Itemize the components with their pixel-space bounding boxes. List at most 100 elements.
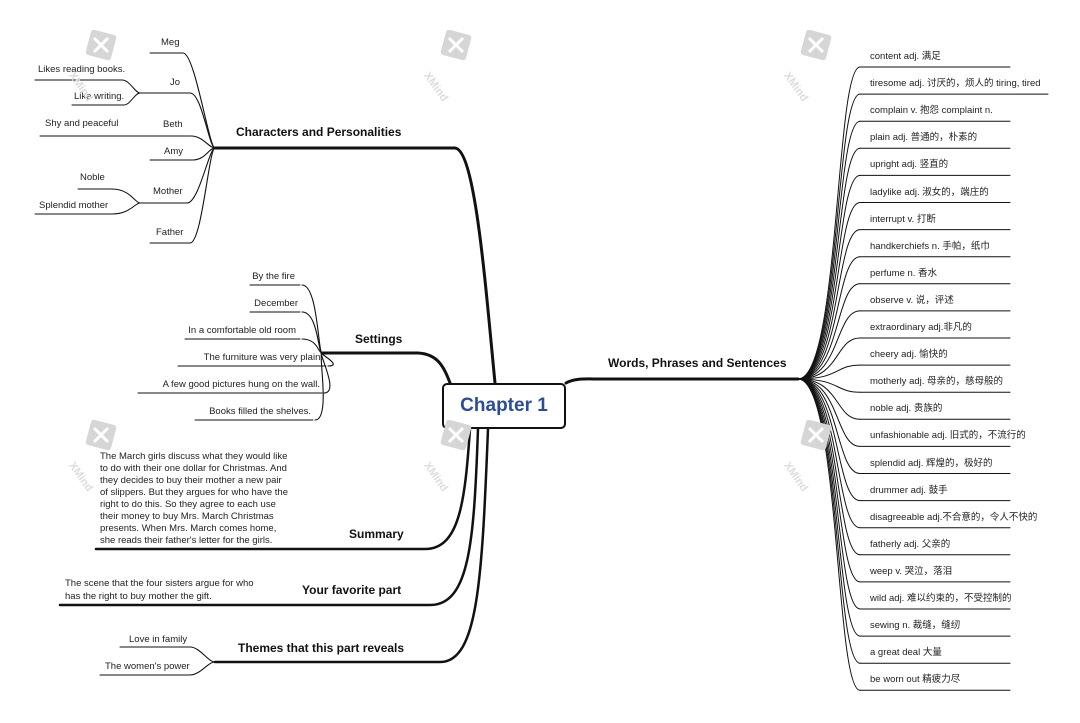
word-item[interactable]: wild adj. 难以约束的，不受控制的: [870, 593, 1012, 604]
central-topic[interactable]: Chapter 1: [442, 383, 566, 429]
xmind-watermark-icon: XMind: [421, 419, 485, 494]
word-item[interactable]: splendid adj. 辉煌的，极好的: [870, 457, 993, 469]
word-item[interactable]: a great deal 大量: [870, 647, 942, 659]
connector-line: [797, 93, 861, 380]
word-item[interactable]: interrupt v. 打断: [870, 213, 936, 225]
connector-line: [797, 283, 861, 380]
word-item[interactable]: motherly adj. 母亲的，慈母般的: [870, 376, 1004, 388]
topic-characters[interactable]: Characters and Personalities: [236, 125, 402, 139]
topic-favorite-part[interactable]: Your favorite part: [302, 583, 402, 597]
topic-themes[interactable]: Themes that this part reveals: [238, 641, 405, 655]
xmind-watermark-icon: XMind: [781, 419, 845, 494]
connector-line: [301, 311, 323, 354]
connector-line: [111, 202, 141, 215]
connector-line: [797, 378, 861, 556]
word-item[interactable]: perfume n. 香水: [870, 267, 938, 279]
word-item[interactable]: handkerchiefs n. 手帕，纸巾: [870, 240, 990, 252]
branch-favorite: [58, 427, 480, 607]
setting-item[interactable]: By the fire: [252, 271, 295, 282]
branch-summary: [94, 427, 472, 551]
connector-line: [797, 202, 861, 380]
summary-text[interactable]: The March girls discuss what they would …: [100, 451, 288, 546]
topic-words[interactable]: Words, Phrases and Sentences: [608, 356, 787, 370]
connector-line: [797, 364, 861, 380]
word-item[interactable]: content adj. 满足: [870, 51, 941, 62]
connector-line: [314, 352, 324, 421]
connector-line: [797, 229, 861, 380]
detail-jo-writing[interactable]: Like writing.: [74, 91, 125, 102]
word-item[interactable]: tiresome adj. 讨厌的，烦人的 tiring, tired: [870, 78, 1041, 90]
xmind-watermark-icon: XMind: [66, 419, 130, 494]
detail-mother-noble[interactable]: Noble: [80, 172, 105, 183]
word-item[interactable]: extraordinary adj.非凡的: [870, 322, 972, 333]
setting-item[interactable]: December: [254, 298, 298, 309]
favorite-line-2[interactable]: has the right to buy mother the gift.: [65, 591, 212, 602]
xmind-watermark-icon: XMind: [421, 29, 485, 104]
word-item[interactable]: weep v. 哭泣，落泪: [870, 565, 953, 577]
theme-item[interactable]: The women's power: [105, 661, 190, 672]
connector-line: [797, 378, 861, 420]
connector-line: [797, 310, 861, 380]
theme-item[interactable]: Love in family: [129, 634, 188, 645]
connector-line: [189, 147, 216, 244]
central-topic-title: Chapter 1: [460, 395, 548, 416]
topic-settings[interactable]: Settings: [355, 332, 403, 346]
topic-summary[interactable]: Summary: [349, 527, 404, 541]
detail-beth[interactable]: Shy and peaceful: [45, 118, 119, 129]
word-item[interactable]: ladylike adj. 淑女的，端庄的: [870, 186, 989, 198]
connector-line: [182, 52, 216, 149]
detail-mother-splendid[interactable]: Splendid mother: [39, 200, 109, 211]
word-item[interactable]: drummer adj. 鼓手: [870, 484, 948, 496]
connector-line: [797, 256, 861, 380]
setting-item[interactable]: The furniture was very plain.: [203, 352, 323, 363]
subtopic-beth[interactable]: Beth: [163, 119, 183, 130]
branch-settings: [320, 351, 454, 390]
detail-jo-reading[interactable]: Likes reading books.: [38, 64, 126, 75]
connector-line: [797, 378, 861, 691]
setting-item[interactable]: A few good pictures hung on the wall.: [162, 379, 320, 390]
word-item[interactable]: be worn out 精疲力尽: [870, 674, 961, 686]
connector-line: [797, 378, 861, 502]
subtopic-father[interactable]: Father: [156, 227, 184, 238]
branch-characters: [213, 146, 497, 385]
setting-item[interactable]: Books filled the shelves.: [209, 406, 311, 417]
subtopic-amy[interactable]: Amy: [164, 146, 183, 157]
subtopic-jo[interactable]: Jo: [170, 77, 181, 88]
favorite-line-1[interactable]: The scene that the four sisters argue fo…: [65, 578, 254, 589]
word-item[interactable]: disagreeable adj.不合意的，令人不快的: [870, 511, 1038, 523]
connector-line: [189, 646, 216, 663]
connector-line: [797, 378, 861, 529]
connector-line: [797, 378, 861, 583]
word-item[interactable]: cheery adj. 愉快的: [870, 349, 948, 361]
word-item[interactable]: unfashionable adj. 旧式的，不流行的: [870, 430, 1026, 442]
connector-line: [797, 174, 861, 380]
connector-line: [301, 338, 323, 354]
connector-line: [189, 661, 216, 676]
subtopic-meg[interactable]: Meg: [161, 37, 180, 48]
word-item[interactable]: noble adj. 贵族的: [870, 403, 943, 415]
word-item[interactable]: fatherly adj. 父亲的: [870, 538, 951, 550]
connector-line: [797, 378, 861, 447]
connector-line: [123, 92, 141, 106]
connector-line: [797, 337, 861, 380]
connector-line: [797, 147, 861, 380]
connector-line: [190, 135, 216, 149]
branch-themes: [213, 427, 490, 664]
connector-line: [121, 79, 141, 94]
setting-item[interactable]: In a comfortable old room: [188, 325, 296, 336]
word-item[interactable]: sewing n. 裁缝，缝纫: [870, 620, 961, 632]
connector-line: [797, 120, 861, 380]
connector-line: [797, 378, 861, 393]
word-item[interactable]: upright adj. 竖直的: [870, 159, 949, 171]
xmind-watermark-icon: XMind: [781, 29, 845, 104]
word-item[interactable]: plain adj. 普通的，朴素的: [870, 132, 978, 144]
connector-line: [797, 66, 861, 380]
word-item[interactable]: complain v. 抱怨 complaint n.: [870, 105, 993, 117]
word-item[interactable]: observe v. 说，评述: [870, 294, 954, 306]
subtopic-mother[interactable]: Mother: [153, 186, 183, 197]
connector-line: [189, 92, 216, 149]
connector-line: [186, 147, 216, 204]
branch-words: [564, 377, 800, 385]
